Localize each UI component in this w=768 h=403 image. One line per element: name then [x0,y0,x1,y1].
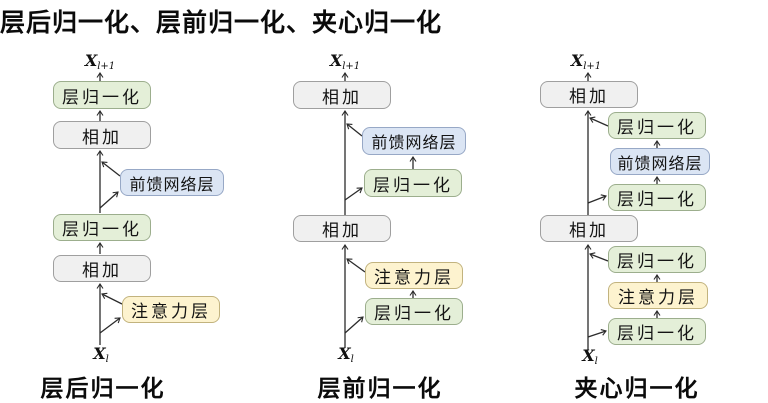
post-ln-ffn-box: 前馈网络层 [120,169,224,196]
sandwich-ln-add-bottom-box: 相加 [540,215,638,242]
sandwich-ln-caption: 夹心归一化 [574,375,700,402]
post-ln-layernorm-top-box: 层归一化 [53,81,151,109]
sandwich-ln-layernorm-2-box: 层归一化 [608,184,706,211]
sandwich-ln-layernorm-1-box: 层归一化 [608,112,706,139]
post-ln-add-bottom-box: 相加 [53,255,151,282]
pre-ln-add-bottom-box: 相加 [293,215,391,242]
sandwich-ln-x-input-label: Xl [582,346,598,367]
sandwich-ln-layernorm-3-box: 层归一化 [608,246,706,273]
pre-ln-layernorm-bottom-box: 层归一化 [365,298,463,325]
post-ln-x-output-label: Xl+1 [84,51,116,72]
sandwich-ln-add-top-box: 相加 [540,81,638,108]
sandwich-ln-attention-box: 注意力层 [608,282,708,309]
post-ln-add-top-box: 相加 [53,121,151,149]
pre-ln-caption: 层前归一化 [317,375,443,402]
pre-ln-add-top-box: 相加 [293,81,391,109]
post-ln-caption: 层后归一化 [40,375,166,402]
pre-ln-x-output-label: Xl+1 [329,51,361,72]
sandwich-ln-ffn-box: 前馈网络层 [610,148,710,175]
post-ln-layernorm-mid-box: 层归一化 [53,214,151,241]
pre-ln-attention-box: 注意力层 [365,262,463,289]
sandwich-ln-layernorm-4-box: 层归一化 [608,318,706,345]
pre-ln-x-input-label: Xl [338,344,354,365]
sandwich-ln-x-output-label: Xl+1 [570,51,602,72]
pre-ln-ffn-box: 前馈网络层 [362,127,466,155]
pre-ln-layernorm-mid-box: 层归一化 [364,169,462,197]
connector-lines [96,72,661,350]
post-ln-x-input-label: Xl [93,344,109,365]
post-ln-attention-box: 注意力层 [122,296,220,323]
page-title: 层后归一化、层前归一化、夹心归一化 [0,8,443,37]
